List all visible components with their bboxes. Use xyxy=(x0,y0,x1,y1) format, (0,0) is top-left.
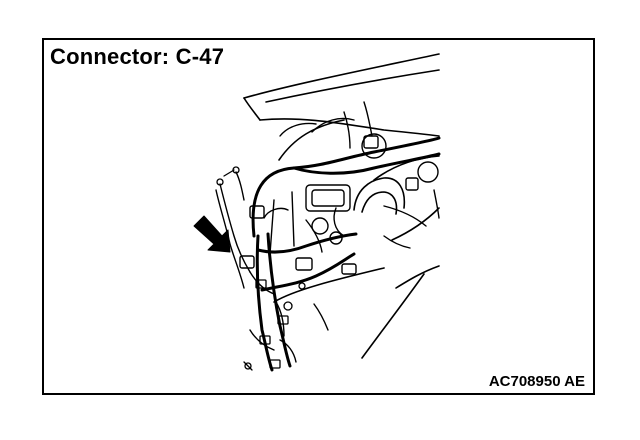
branch-wires xyxy=(215,101,440,363)
clips-and-bolts xyxy=(216,166,306,371)
wiring-harness xyxy=(251,136,441,372)
diagram-frame: Connector: C-47 xyxy=(42,38,595,395)
connector-title: Connector: C-47 xyxy=(50,44,225,69)
figure-code: AC708950 AE xyxy=(488,373,585,390)
console-parts xyxy=(239,133,439,275)
dashboard-wiring-illustration xyxy=(193,53,441,372)
arrow-icon xyxy=(193,215,231,253)
dashboard-outline xyxy=(243,53,440,359)
